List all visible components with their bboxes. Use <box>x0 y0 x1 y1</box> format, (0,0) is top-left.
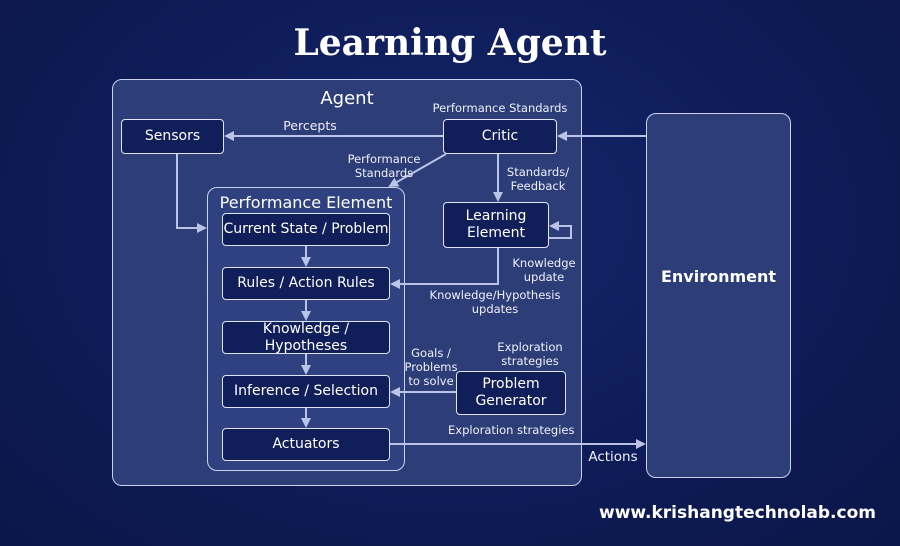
sensors-to-performance-arrow <box>176 154 207 233</box>
actions-label: Actions <box>588 449 638 465</box>
current-state-box: Current State / Problem <box>222 213 390 246</box>
agent-label: Agent <box>320 88 374 109</box>
knowledge-hypothesis-line-1: Knowledge/Hypothesis <box>429 288 561 302</box>
knowledge-update-loop-arrow <box>390 248 499 289</box>
knowledge-update-label: Knowledge update <box>506 256 582 284</box>
exploration-strategies-top-label: Exploration strategies <box>492 340 568 368</box>
performance-standards-top-label: Performance Standards <box>432 101 568 115</box>
knowledge-hypothesis-line-2: updates <box>471 302 519 316</box>
knowledge-box: Knowledge / Hypotheses <box>222 321 390 354</box>
performance-standards-line-1: Performance <box>347 152 421 166</box>
learning-element-box: Learning Element <box>443 202 549 248</box>
exploration-strategies-line-1: Exploration <box>497 340 563 354</box>
footer-url: www.krishangtechnolab.com <box>599 503 876 523</box>
problem-generator-line-2: Generator <box>475 393 547 409</box>
problem-generator-box: Problem Generator <box>456 371 566 415</box>
actuators-box: Actuators <box>222 428 390 461</box>
standards-feedback-line-2: Feedback <box>510 179 566 193</box>
goals-problems-label: Goals / Problems to solve <box>400 346 462 388</box>
environment-panel <box>646 113 791 478</box>
goals-problems-line-2: Problems <box>404 360 458 374</box>
critic-to-performance-arrow <box>388 153 447 187</box>
diagram-title: Learning Agent <box>293 22 607 64</box>
exploration-strategies-line-2: strategies <box>501 354 559 368</box>
performance-standards-label: Performance Standards <box>344 152 424 180</box>
rules-box: Rules / Action Rules <box>222 267 390 300</box>
goals-problems-line-3: to solve <box>408 374 454 388</box>
percepts-label: Percepts <box>283 118 337 133</box>
standards-feedback-line-1: Standards/ <box>506 165 570 179</box>
sensors-box: Sensors <box>121 119 224 154</box>
inference-box: Inference / Selection <box>222 375 390 408</box>
knowledge-hypothesis-updates-label: Knowledge/Hypothesis updates <box>426 288 564 316</box>
problem-generator-line-1: Problem <box>482 376 540 392</box>
knowledge-update-line-1: Knowledge <box>512 256 576 270</box>
goals-problems-line-1: Goals / <box>411 346 451 360</box>
performance-standards-line-2: Standards <box>354 166 414 180</box>
learning-self-update-arrow <box>549 221 572 239</box>
critic-box: Critic <box>443 119 557 154</box>
performance-element-label: Performance Element <box>219 193 393 212</box>
learning-element-line-2: Element <box>467 225 525 241</box>
learning-element-line-1: Learning <box>465 208 527 224</box>
exploration-strategies-bottom-label: Exploration strategies <box>448 423 575 437</box>
environment-label: Environment <box>660 267 777 286</box>
knowledge-update-line-2: update <box>523 270 565 284</box>
standards-feedback-label: Standards/ Feedback <box>503 165 573 193</box>
